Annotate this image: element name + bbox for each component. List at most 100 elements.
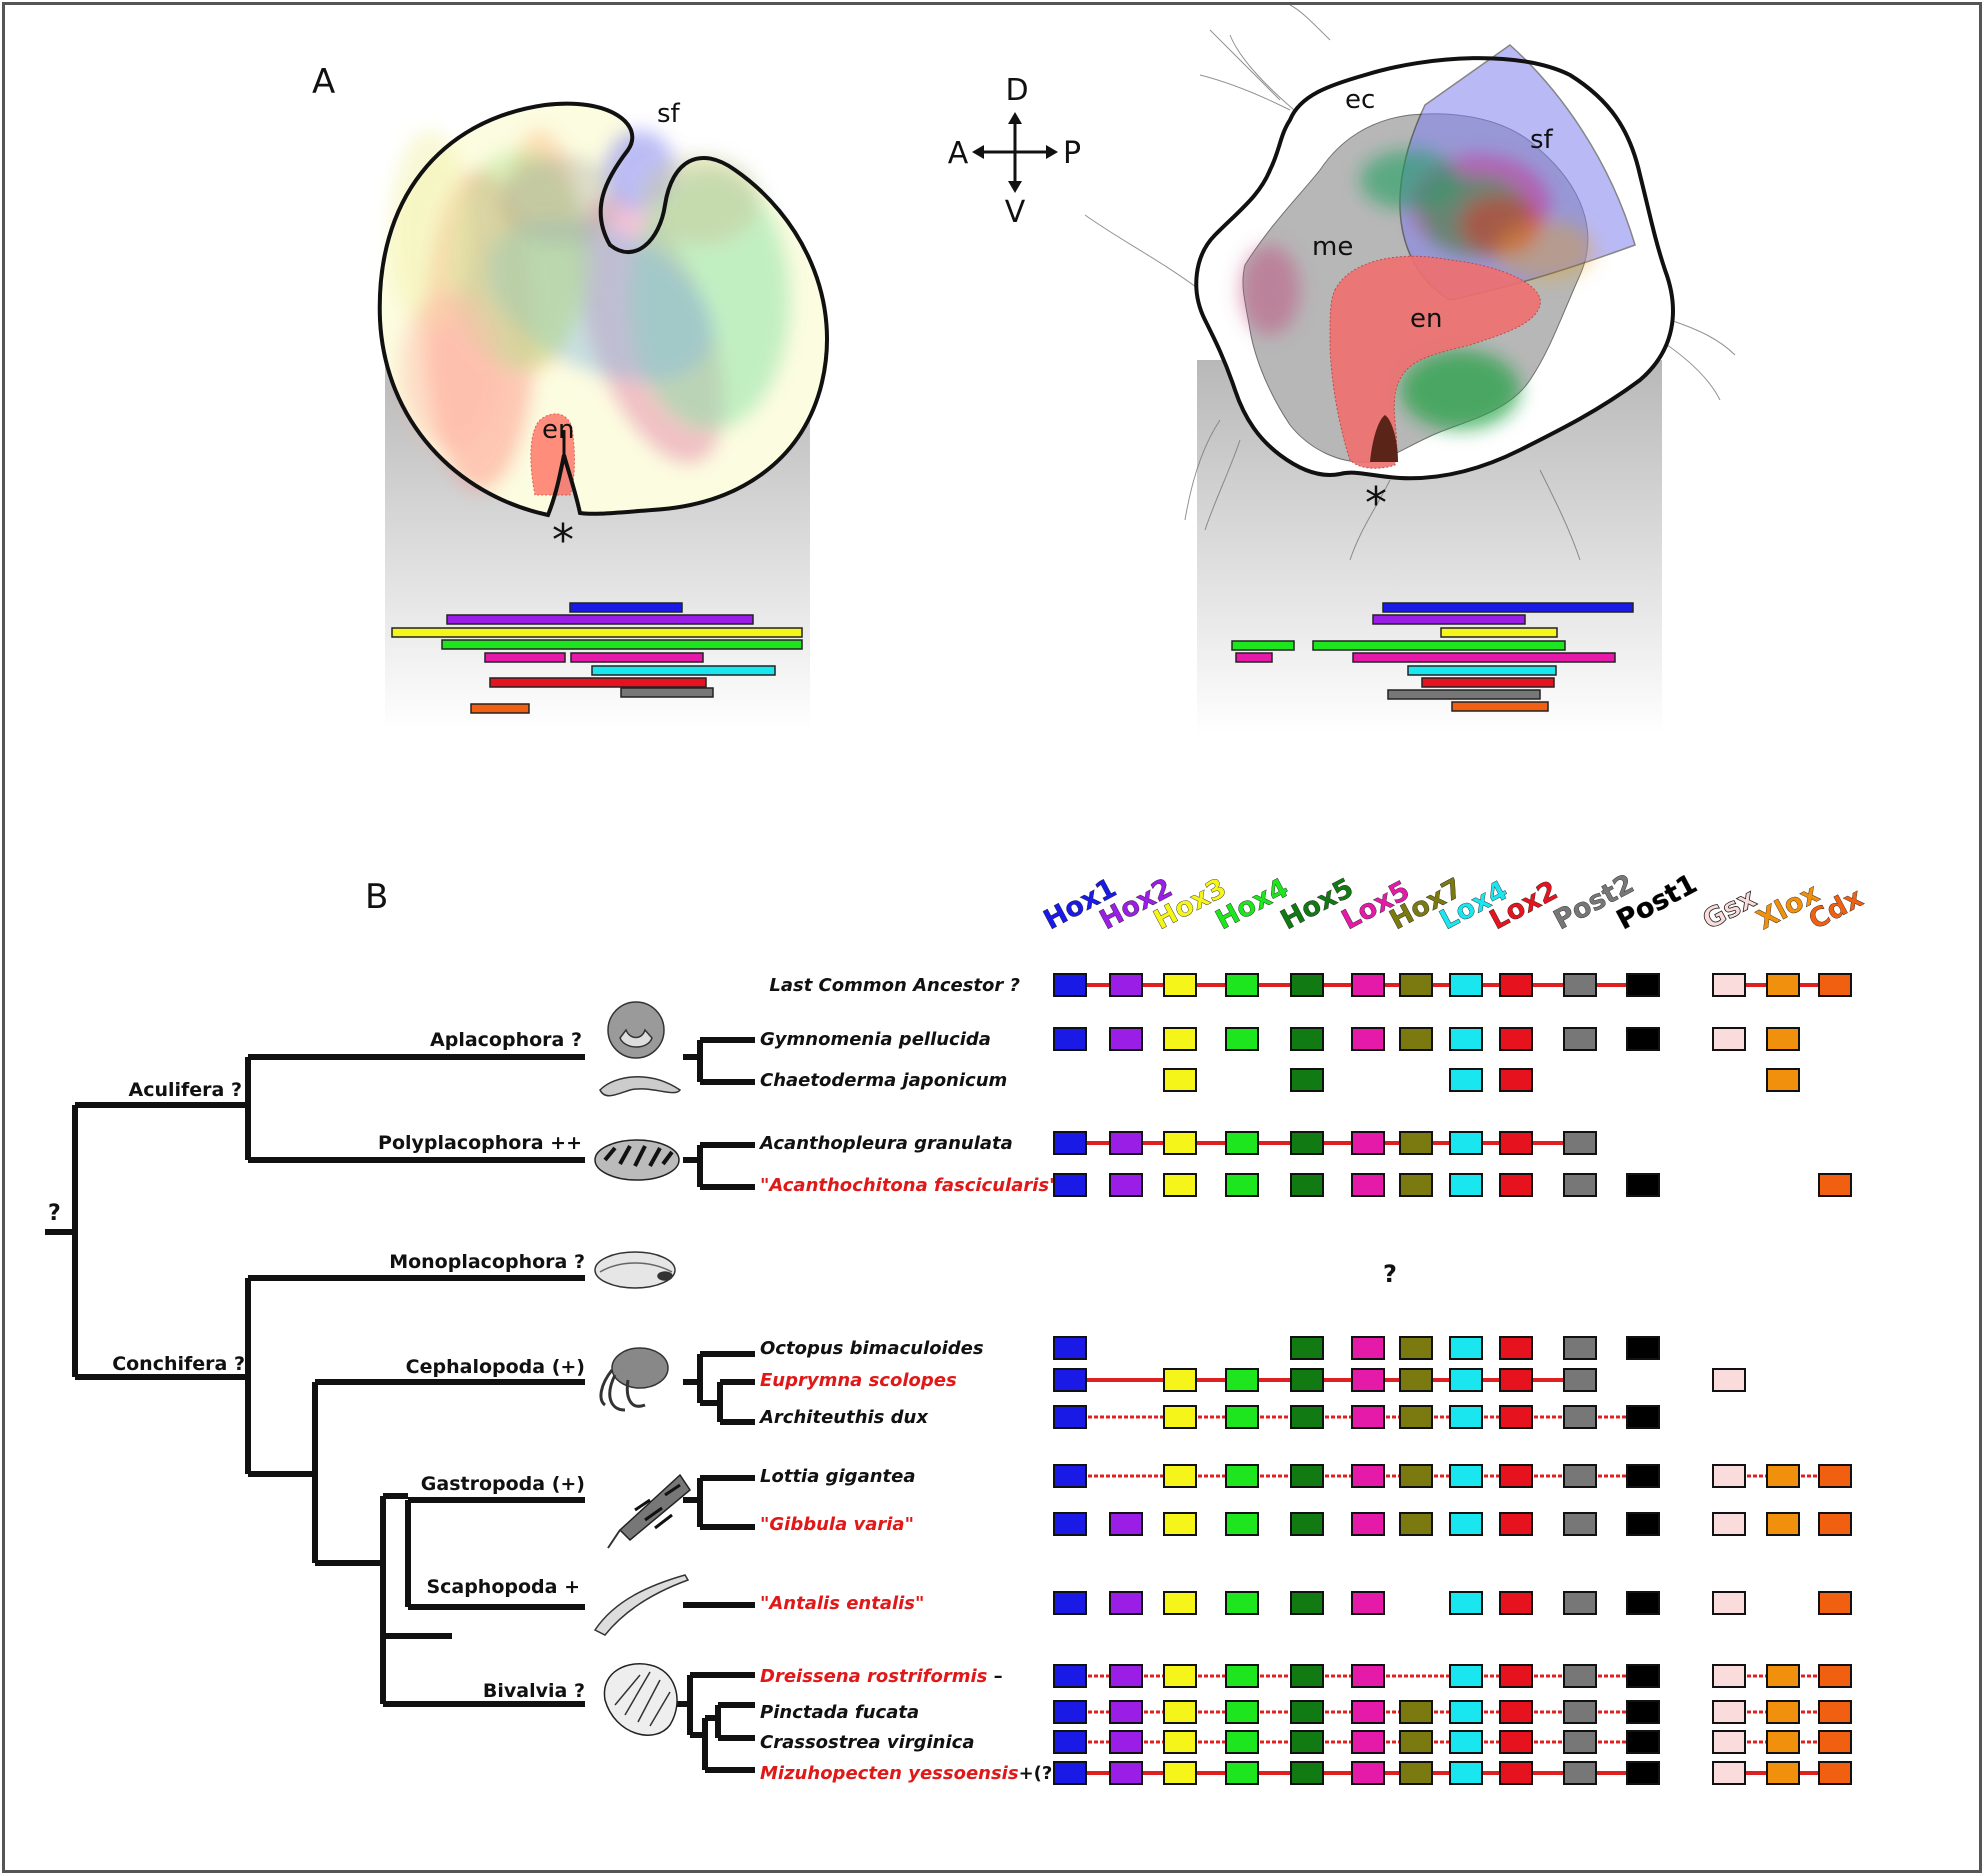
gene-box-gsx	[1712, 1700, 1746, 1724]
gene-box-hox2	[1109, 973, 1143, 997]
compass-up-label: D	[1005, 73, 1028, 108]
species-label: Lottia gigantea	[760, 1466, 916, 1487]
expression-bar	[441, 639, 803, 650]
species-suffix: –	[987, 1666, 1002, 1687]
gene-box-hox7	[1399, 1512, 1433, 1536]
gene-box-hox1	[1053, 1464, 1087, 1488]
aplacophoran-illustration	[599, 1001, 682, 1097]
expression-bar	[470, 703, 530, 714]
gene-box-hox7	[1399, 1700, 1433, 1724]
gene-box-xlox	[1766, 1761, 1800, 1785]
clade-scaphopoda: Scaphopoda +	[426, 1576, 580, 1598]
gene-box-hox5	[1290, 1336, 1324, 1360]
right-label-me: me	[1312, 232, 1353, 262]
gene-box-post2	[1563, 1173, 1597, 1197]
clade-aculifera: Aculifera ?	[129, 1079, 243, 1101]
gene-box-xlox	[1766, 1068, 1800, 1092]
panel-a-letter: A	[312, 62, 335, 102]
expression-bar	[1407, 665, 1557, 676]
gene-box-xlox	[1766, 1464, 1800, 1488]
expression-bar	[1387, 689, 1541, 700]
gene-box-hox1	[1053, 1761, 1087, 1785]
gene-box-hox1	[1053, 1405, 1087, 1429]
gene-box-hox5	[1290, 1591, 1324, 1615]
right-label-sf: sf	[1530, 125, 1554, 155]
left-label-sf: sf	[657, 99, 681, 129]
gene-box-hox3	[1163, 973, 1197, 997]
species-label: Euprymna scolopes	[760, 1370, 957, 1391]
left-label-star: *	[552, 515, 574, 566]
gastropod-illustration	[607, 1473, 691, 1549]
gene-box-hox7	[1399, 1405, 1433, 1429]
gene-box-hox3	[1163, 1761, 1197, 1785]
gene-box-lox5	[1351, 1700, 1385, 1724]
gene-box-gsx	[1712, 1591, 1746, 1615]
scaphopod-illustration	[593, 1574, 690, 1636]
gene-box-cdx	[1818, 1591, 1852, 1615]
gene-box-hox1	[1053, 1368, 1087, 1392]
gene-box-hox5	[1290, 1700, 1324, 1724]
gene-box-cdx	[1818, 1700, 1852, 1724]
gene-box-hox1	[1053, 1512, 1087, 1536]
species-label: Mizuhopecten yessoensis+(?)	[760, 1763, 1061, 1784]
species-label: Pinctada fucata	[760, 1702, 919, 1723]
gene-box-lox2	[1499, 1512, 1533, 1536]
gene-box-lox4	[1449, 1700, 1483, 1724]
gene-box-hox3	[1163, 1512, 1197, 1536]
gene-box-hox2	[1109, 1700, 1143, 1724]
clade-cephalopoda: Cephalopoda (+)	[406, 1356, 585, 1378]
species-labels: Last Common Ancestor ?Gymnomenia pelluci…	[758, 975, 1061, 1784]
gene-box-post2	[1563, 1700, 1597, 1724]
species-label: Architeuthis dux	[758, 1407, 929, 1428]
gene-box-gsx	[1712, 1368, 1746, 1392]
gene-box-hox5	[1290, 1730, 1324, 1754]
gene-box-hox1	[1053, 973, 1087, 997]
gene-box-hox5	[1290, 1173, 1324, 1197]
right-larva: ec sf me en *	[1084, 4, 1736, 735]
gene-box-hox1	[1053, 1700, 1087, 1724]
right-expression-bars	[1231, 602, 1634, 712]
gene-box-hox2	[1109, 1591, 1143, 1615]
species-label: "Acanthochitona fascicularis"	[760, 1175, 1059, 1196]
expression-bar	[446, 614, 754, 625]
gene-box-lox4	[1449, 1512, 1483, 1536]
gene-box-post1	[1626, 1761, 1660, 1785]
clade-monoplacophora: Monoplacophora ?	[389, 1251, 585, 1273]
species-label: Octopus bimaculoides	[760, 1338, 984, 1359]
species-label: Last Common Ancestor ?	[769, 975, 1020, 996]
gene-box-xlox	[1766, 973, 1800, 997]
gene-box-post2	[1563, 1512, 1597, 1536]
gene-box-post2	[1563, 1131, 1597, 1155]
gene-box-post2	[1563, 1405, 1597, 1429]
gene-box-lox4	[1449, 1591, 1483, 1615]
clade-polyplacophora: Polyplacophora ++	[378, 1132, 582, 1154]
clade-bivalvia: Bivalvia ?	[483, 1680, 585, 1702]
species-tree	[675, 1037, 755, 1773]
gene-box-hox3	[1163, 1730, 1197, 1754]
gene-box-lox5	[1351, 1464, 1385, 1488]
left-expression-bars	[391, 602, 803, 714]
species-label: Crassostrea virginica	[760, 1732, 974, 1753]
left-embryo: sf en *	[377, 99, 829, 730]
root-label: ?	[48, 1201, 61, 1226]
gene-box-lox5	[1351, 1591, 1385, 1615]
right-label-star: *	[1365, 478, 1387, 529]
gene-box-hox5	[1290, 1405, 1324, 1429]
gene-box-hox7	[1399, 1336, 1433, 1360]
left-embryo-outline	[377, 101, 829, 518]
species-label: Chaetoderma japonicum	[760, 1070, 1007, 1091]
gene-box-xlox	[1766, 1027, 1800, 1051]
right-larva-outline	[1194, 56, 1675, 481]
gene-box-hox5	[1290, 973, 1324, 997]
gene-box-hox4	[1225, 1405, 1259, 1429]
chiton-illustration	[594, 1139, 680, 1181]
gene-box-cdx	[1818, 1173, 1852, 1197]
gene-box-hox4	[1225, 1730, 1259, 1754]
gene-box-post1	[1626, 1700, 1660, 1724]
gene-box-hox3	[1163, 1173, 1197, 1197]
gene-box-gsx	[1712, 1664, 1746, 1688]
gene-box-lox2	[1499, 1131, 1533, 1155]
gene-box-hox5	[1290, 1131, 1324, 1155]
gene-box-hox3	[1163, 1464, 1197, 1488]
